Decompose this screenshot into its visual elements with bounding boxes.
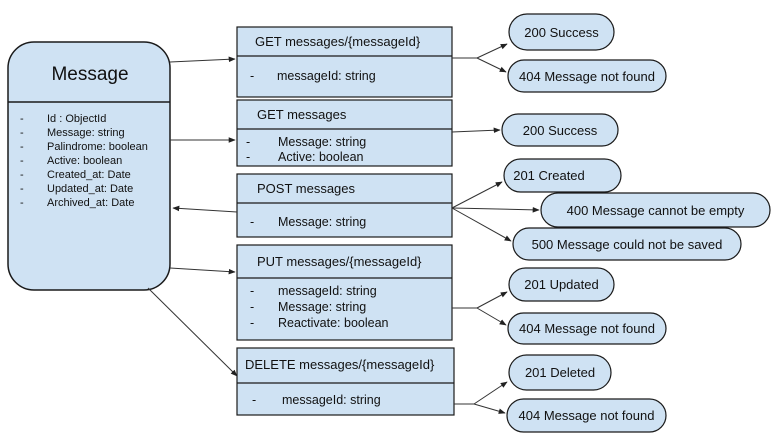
response-pill [508, 354, 612, 391]
field-created-at: Created_at: Date [47, 169, 131, 181]
endpoint-title: GET messages [257, 107, 347, 122]
response-pill [507, 59, 667, 93]
response-pill [503, 158, 622, 193]
param-message: Message: string [278, 300, 366, 314]
endpoint-delete: DELETE messages/{messageId} - messageId:… [236, 347, 455, 416]
param-bullet: - [250, 69, 254, 83]
field-bullet: - [20, 141, 24, 153]
field-bullet: - [20, 183, 24, 195]
param-bullet: - [246, 135, 250, 149]
connector-arrow [473, 381, 508, 405]
field-bullet: - [20, 127, 24, 139]
field-bullet: - [20, 155, 24, 167]
param-messageid: messageId: string [278, 284, 377, 298]
endpoint-box [236, 347, 455, 416]
endpoint-get-list: GET messages - Message: string - Active:… [236, 99, 453, 167]
connector-arrow [169, 56, 236, 63]
response-400-empty: 400 Message cannot be empty [567, 203, 745, 218]
response-404-not-found: 404 Message not found [519, 408, 655, 423]
response-pill [501, 113, 619, 147]
field-bullet: - [20, 197, 24, 209]
response-500-not-saved: 500 Message could not be saved [532, 237, 723, 252]
endpoint-put: PUT messages/{messageId} - messageId: st… [236, 244, 453, 341]
response-pill [506, 398, 667, 433]
field-palindrome: Palindrome: boolean [47, 141, 148, 153]
endpoint-title: PUT messages/{messageId} [257, 254, 422, 269]
connector-arrow [147, 287, 238, 377]
param-bullet: - [250, 316, 254, 330]
connector-arrow [451, 207, 540, 213]
param-bullet: - [246, 150, 250, 164]
param-reactivate: Reactivate: boolean [278, 316, 389, 330]
connector-arrow [451, 181, 503, 209]
param-message: Message: string [278, 135, 366, 149]
response-pill [507, 312, 667, 345]
connector-arrow [451, 207, 512, 242]
message-entity-title: Message [51, 64, 128, 85]
endpoint-box [236, 99, 453, 167]
message-entity-box [7, 41, 171, 291]
param-message: Message: string [278, 215, 366, 229]
param-bullet: - [252, 393, 256, 407]
response-200-success: 200 Success [524, 25, 599, 40]
endpoint-title: DELETE messages/{messageId} [245, 357, 435, 372]
param-bullet: - [250, 215, 254, 229]
response-404-not-found: 404 Message not found [519, 69, 655, 84]
response-201-deleted: 201 Deleted [525, 365, 595, 380]
response-201-created: 201 Created [513, 168, 585, 183]
connector-arrow [476, 291, 508, 309]
response-404-not-found: 404 Message not found [519, 321, 655, 336]
endpoint-box [236, 26, 453, 98]
connector-arrow [169, 267, 236, 275]
endpoint-title: GET messages/{messageId} [255, 34, 421, 49]
field-active: Active: boolean [47, 155, 122, 167]
param-active: Active: boolean [278, 150, 364, 164]
endpoint-box [236, 173, 453, 238]
connector-arrow [172, 205, 238, 213]
connector-arrow [476, 43, 508, 59]
field-id: Id : ObjectId [47, 113, 106, 125]
param-messageid: messageId: string [282, 393, 381, 407]
connector-arrow [473, 403, 506, 414]
response-pill [508, 13, 615, 51]
param-bullet: - [250, 300, 254, 314]
connector-arrow [476, 307, 507, 326]
field-bullet: - [20, 113, 24, 125]
field-updated-at: Updated_at: Date [47, 183, 133, 195]
field-bullet: - [20, 169, 24, 181]
endpoint-get-by-id: GET messages/{messageId} - messageId: st… [236, 26, 453, 98]
field-message: Message: string [47, 127, 125, 139]
response-pill [540, 192, 771, 228]
endpoint-title: POST messages [257, 181, 356, 196]
response-200-success: 200 Success [523, 123, 598, 138]
field-archived-at: Archived_at: Date [47, 197, 134, 209]
response-pill [512, 227, 742, 261]
connector-arrow [451, 127, 501, 134]
connector-arrow [476, 57, 507, 73]
message-entity: Message - Id : ObjectId - Message: strin… [7, 41, 171, 291]
param-messageid: messageId: string [277, 69, 376, 83]
param-bullet: - [250, 284, 254, 298]
response-201-updated: 201 Updated [524, 277, 598, 292]
response-pill [508, 267, 615, 302]
endpoint-post: POST messages - Message: string [236, 173, 453, 238]
endpoint-box [236, 244, 453, 341]
